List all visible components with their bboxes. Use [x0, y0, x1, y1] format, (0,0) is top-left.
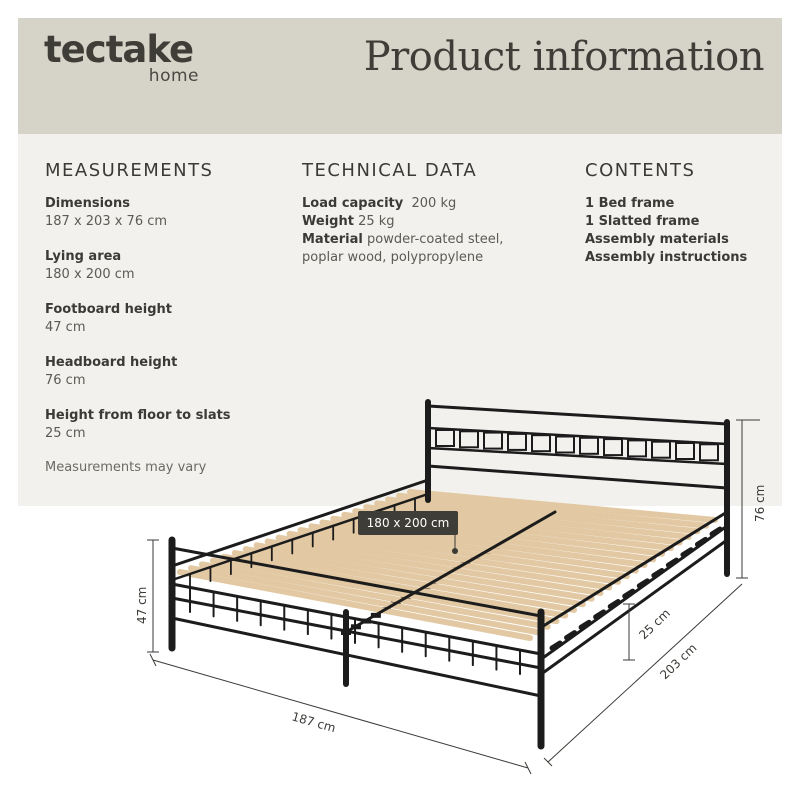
brand-subline: home [148, 66, 199, 86]
rail-clip [593, 609, 607, 620]
bed-slat [242, 546, 586, 608]
headboard-square [483, 431, 503, 450]
headboard-square [555, 435, 575, 454]
tech-value: 200 kg [411, 196, 457, 211]
tech-label: Weight [302, 214, 354, 229]
bed-slats [177, 489, 718, 641]
headboard-square [699, 443, 719, 462]
bed-slat [407, 489, 718, 523]
dim-label-footboard: 47 cm [135, 587, 149, 624]
brand-logo: tectake home [44, 28, 199, 86]
tech-value: 25 kg [358, 214, 395, 229]
dim-label-headboard: 76 cm [753, 485, 767, 522]
headboard-square [579, 436, 599, 455]
rail-clip [694, 536, 708, 547]
headboard-square [603, 438, 623, 457]
headboard-square [459, 430, 479, 449]
headboard-square [435, 429, 455, 447]
contents-heading: CONTENTS [585, 160, 696, 181]
contents-item: Assembly materials [585, 232, 729, 247]
rail-clip [549, 640, 563, 651]
rail-clip [680, 547, 694, 558]
bed-slat [396, 492, 710, 529]
measurements-heading: MEASUREMENTS [45, 160, 214, 181]
rail-clip [564, 630, 578, 641]
headboard-square [507, 432, 527, 451]
rail-clip [622, 588, 636, 599]
contents-item: 1 Bed frame [585, 196, 675, 211]
bed-slat [286, 530, 622, 585]
rail-clip [709, 526, 723, 537]
bed-slat [253, 542, 595, 602]
tech-row-weight: Weight 25 kg [302, 213, 572, 231]
bed-slat [177, 569, 533, 641]
bed-slat [198, 561, 551, 630]
rail-clip [651, 567, 665, 578]
measurement-label: Height from floor to slats [45, 408, 231, 423]
measurement-label: Headboard height [45, 355, 178, 370]
rail-clip [665, 557, 679, 568]
rail-clip [607, 599, 621, 610]
dimension-lines [147, 419, 760, 775]
bed-slat [187, 565, 542, 636]
contents-section: CONTENTS 1 Bed frame 1 Slatted frame Ass… [585, 160, 785, 267]
lying-area-badge: 180 x 200 cm [358, 511, 458, 535]
brand-name: tectake [44, 28, 194, 71]
bed-frame [168, 399, 730, 750]
area-marker-dot [452, 548, 458, 554]
headboard-square [651, 440, 671, 459]
tech-label: Material [302, 232, 363, 247]
headboard-square [675, 442, 695, 460]
dim-label-length: 203 cm [657, 641, 699, 682]
measurement-label: Footboard height [45, 302, 172, 317]
contents-item: Assembly instructions [585, 250, 748, 265]
measurement-value: 47 cm [45, 320, 86, 335]
measurement-value: 180 x 200 cm [45, 267, 135, 282]
headboard-square [531, 434, 551, 453]
bed-slat [209, 557, 560, 625]
headboard-square [627, 439, 647, 458]
bed-slat [374, 500, 692, 540]
tech-value: poplar wood, polypropylene [302, 250, 484, 265]
bed-slat [264, 538, 604, 597]
contents-item: 1 Slatted frame [585, 214, 700, 229]
info-panel [18, 134, 782, 506]
rail-clip [636, 578, 650, 589]
measurement-value: 187 x 203 x 76 cm [45, 214, 168, 229]
measurements-note: Measurements may vary [45, 460, 207, 475]
bed-slat [297, 527, 630, 580]
measurement-item: Lying area 180 x 200 cm [45, 248, 285, 284]
tech-row-load: Load capacity 200 kg [302, 195, 572, 213]
measurement-label: Lying area [45, 249, 122, 264]
tech-value: powder-coated steel, [366, 232, 504, 247]
page-title: Product information [363, 34, 765, 80]
tech-row-material: Material powder-coated steel, [302, 231, 572, 249]
measurement-item: Footboard height 47 cm [45, 301, 285, 337]
rail-clip [578, 619, 592, 630]
tech-label: Load capacity [302, 196, 404, 211]
bed-slat [385, 496, 701, 535]
bed-slat [275, 534, 613, 591]
measurement-item: Height from floor to slats 25 cm [45, 407, 285, 443]
technical-heading: TECHNICAL DATA [302, 160, 478, 181]
measurement-value: 25 cm [45, 426, 86, 441]
dim-label-width: 187 cm [290, 709, 337, 735]
measurement-item: Dimensions 187 x 203 x 76 cm [45, 195, 285, 231]
measurement-value: 76 cm [45, 373, 86, 388]
dim-label-slats: 25 cm [636, 606, 673, 642]
measurement-label: Dimensions [45, 196, 130, 211]
tech-row-material-cont: poplar wood, polypropylene [302, 249, 572, 267]
measurements-section: MEASUREMENTS Dimensions 187 x 203 x 76 c… [45, 160, 285, 475]
technical-section: TECHNICAL DATA Load capacity 200 kg Weig… [302, 160, 572, 267]
bed-slat [231, 549, 578, 613]
header-banner [18, 18, 782, 134]
measurement-item: Headboard height 76 cm [45, 354, 285, 390]
